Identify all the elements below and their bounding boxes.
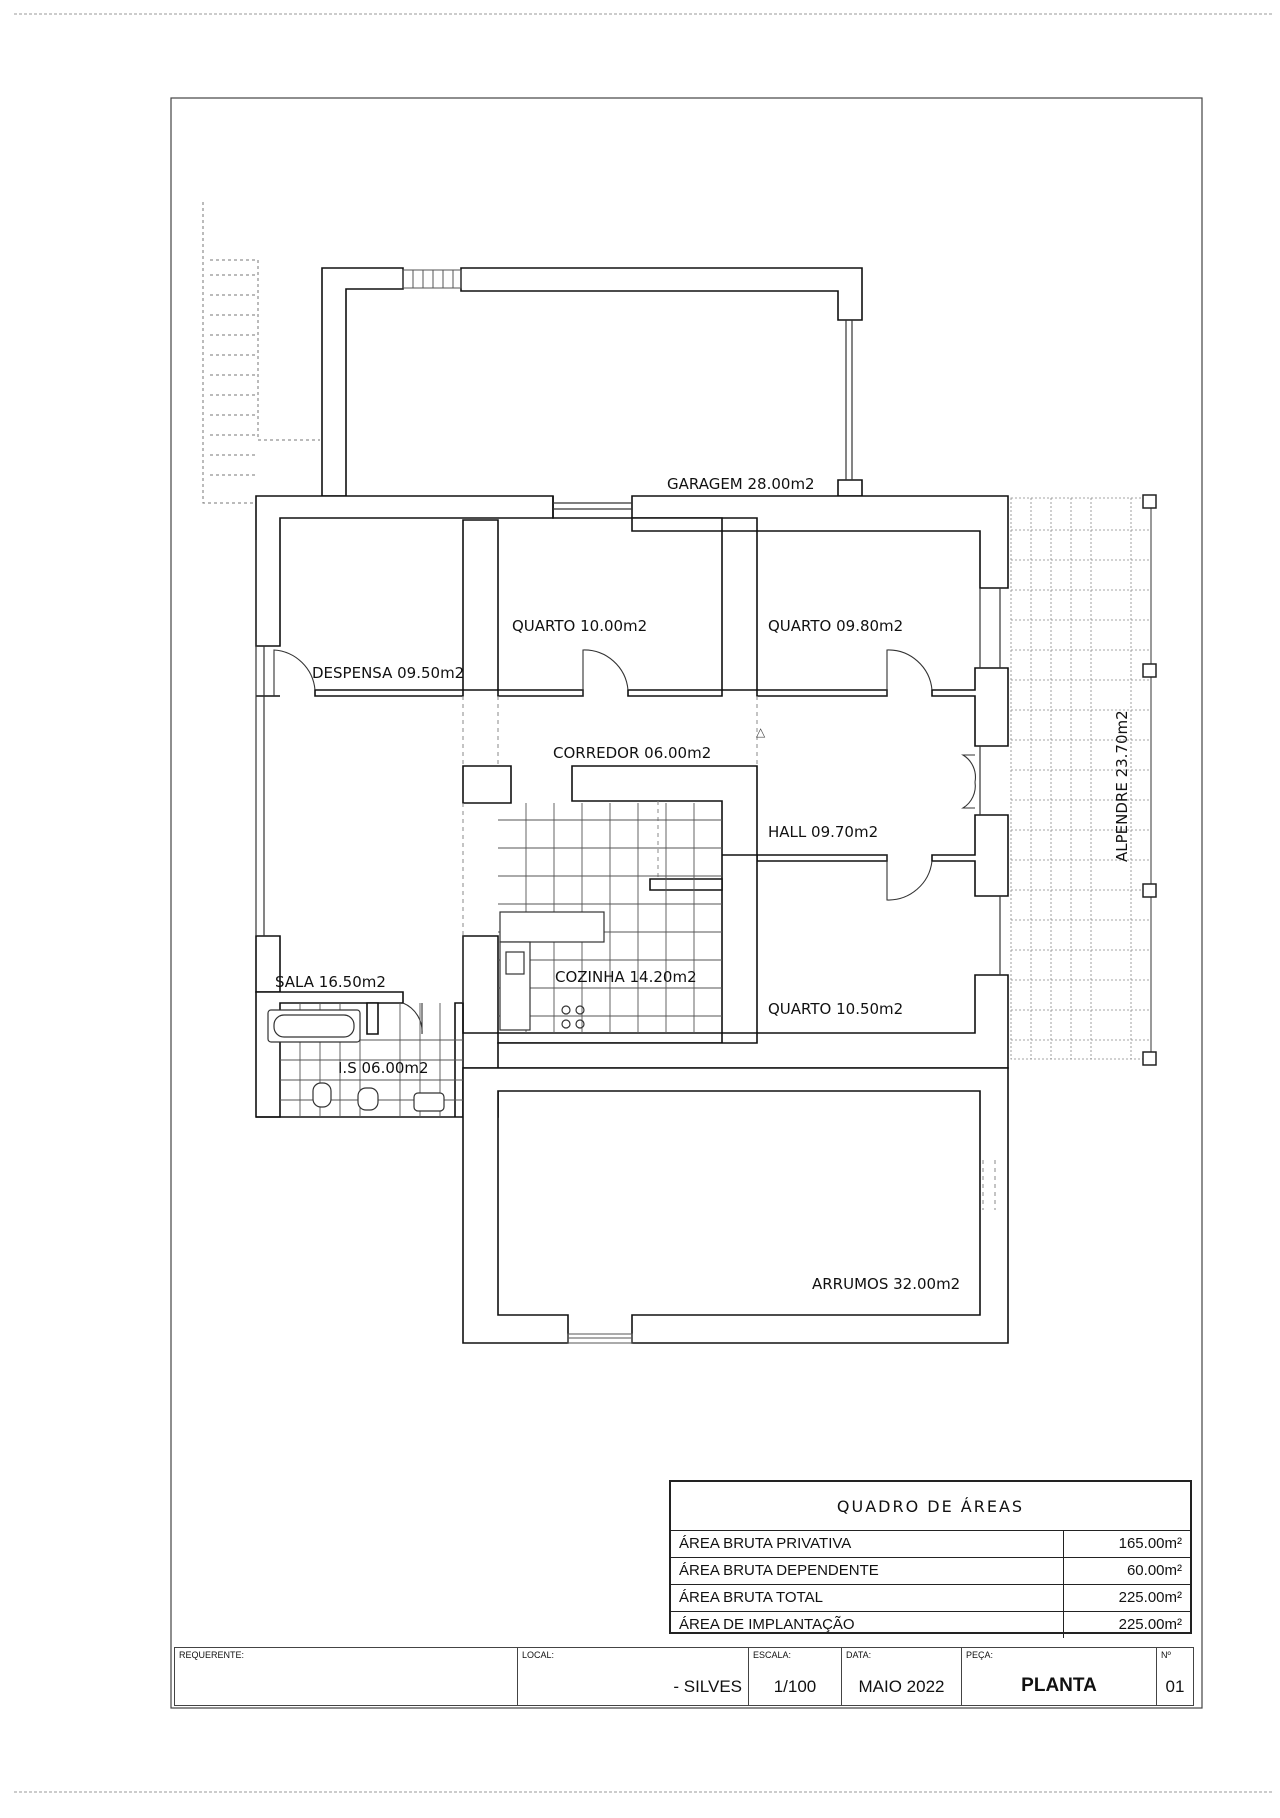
walls	[255, 267, 1009, 1344]
room-cozinha-label: COZINHA 14.20m2	[555, 968, 697, 986]
room-despensa-label: DESPENSA 09.50m2	[312, 664, 464, 682]
title-block-requerente: REQUERENTE:	[175, 1648, 518, 1705]
local-value: - SILVES	[673, 1677, 742, 1696]
local-label: LOCAL:	[522, 1650, 555, 1660]
numero-value: 01	[1165, 1677, 1185, 1696]
title-block-numero: Nº 01	[1157, 1648, 1193, 1705]
title-block-data: DATA: MAIO 2022	[842, 1648, 962, 1705]
areas-row-label: ÁREA BRUTA TOTAL	[679, 1589, 823, 1606]
areas-row-value: 225.00m²	[1063, 1585, 1190, 1611]
peca-value: PLANTA	[1021, 1675, 1097, 1696]
escala-label: ESCALA:	[753, 1650, 792, 1660]
room-hall-label: HALL 09.70m2	[768, 823, 878, 841]
room-quarto-1-label: QUARTO 10.00m2	[512, 617, 647, 635]
requerente-label: REQUERENTE:	[179, 1650, 245, 1660]
room-arrumos-label: ARRUMOS 32.00m2	[812, 1275, 960, 1293]
windows	[402, 269, 633, 1344]
areas-table-title: QUADRO DE ÁREAS	[671, 1482, 1190, 1531]
drawing-frame	[170, 97, 1203, 1709]
room-garagem-label: GARAGEM 28.00m2	[667, 475, 815, 493]
room-corredor-label: CORREDOR 06.00m2	[553, 744, 711, 762]
areas-table: QUADRO DE ÁREAS ÁREA BRUTA PRIVATIVA 165…	[669, 1480, 1192, 1638]
room-is-label: I.S 06.00m2	[338, 1059, 429, 1077]
title-block-escala: ESCALA: 1/100	[749, 1648, 842, 1705]
room-quarto-2-label: QUARTO 09.80m2	[768, 617, 903, 635]
room-alpendre-label: ALPENDRE 23.70m2	[1113, 710, 1131, 862]
bathroom-fixtures	[267, 1009, 445, 1112]
areas-row-value: 165.00m²	[1063, 1531, 1190, 1557]
overhead-dashed-lines	[462, 696, 996, 1210]
title-block-peca: PEÇA: PLANTA	[962, 1648, 1157, 1705]
alpendre-grid	[1010, 497, 1152, 1060]
title-block-local: LOCAL: - SILVES	[518, 1648, 749, 1705]
areas-row-value: 225.00m²	[1063, 1612, 1190, 1638]
areas-row: ÁREA BRUTA TOTAL 225.00m²	[671, 1585, 1190, 1612]
data-label: DATA:	[846, 1650, 872, 1660]
room-quarto-3-label: QUARTO 10.50m2	[768, 1000, 903, 1018]
level-marker-icon: △	[756, 725, 766, 739]
data-value: MAIO 2022	[858, 1677, 945, 1696]
areas-row-label: ÁREA DE IMPLANTAÇÃO	[679, 1616, 855, 1633]
exterior-dashed-outline	[202, 202, 320, 504]
peca-label: PEÇA:	[966, 1650, 994, 1660]
kitchen-counter	[499, 911, 605, 1031]
title-block: REQUERENTE: LOCAL: - SILVES ESCALA: 1/10…	[174, 1647, 1194, 1706]
numero-label: Nº	[1161, 1650, 1171, 1660]
areas-row-label: ÁREA BRUTA DEPENDENTE	[679, 1562, 879, 1579]
areas-row: ÁREA BRUTA DEPENDENTE 60.00m²	[671, 1558, 1190, 1585]
escala-value: 1/100	[773, 1677, 817, 1696]
thin-walls	[255, 320, 1001, 1003]
areas-row: ÁREA DE IMPLANTAÇÃO 225.00m²	[671, 1612, 1190, 1638]
room-sala-label: SALA 16.50m2	[275, 973, 386, 991]
alpendre-pillars	[1142, 494, 1157, 1066]
areas-row-value: 60.00m²	[1063, 1558, 1190, 1584]
door-swings	[273, 649, 976, 1035]
areas-row-label: ÁREA BRUTA PRIVATIVA	[679, 1535, 852, 1552]
areas-row: ÁREA BRUTA PRIVATIVA 165.00m²	[671, 1531, 1190, 1558]
